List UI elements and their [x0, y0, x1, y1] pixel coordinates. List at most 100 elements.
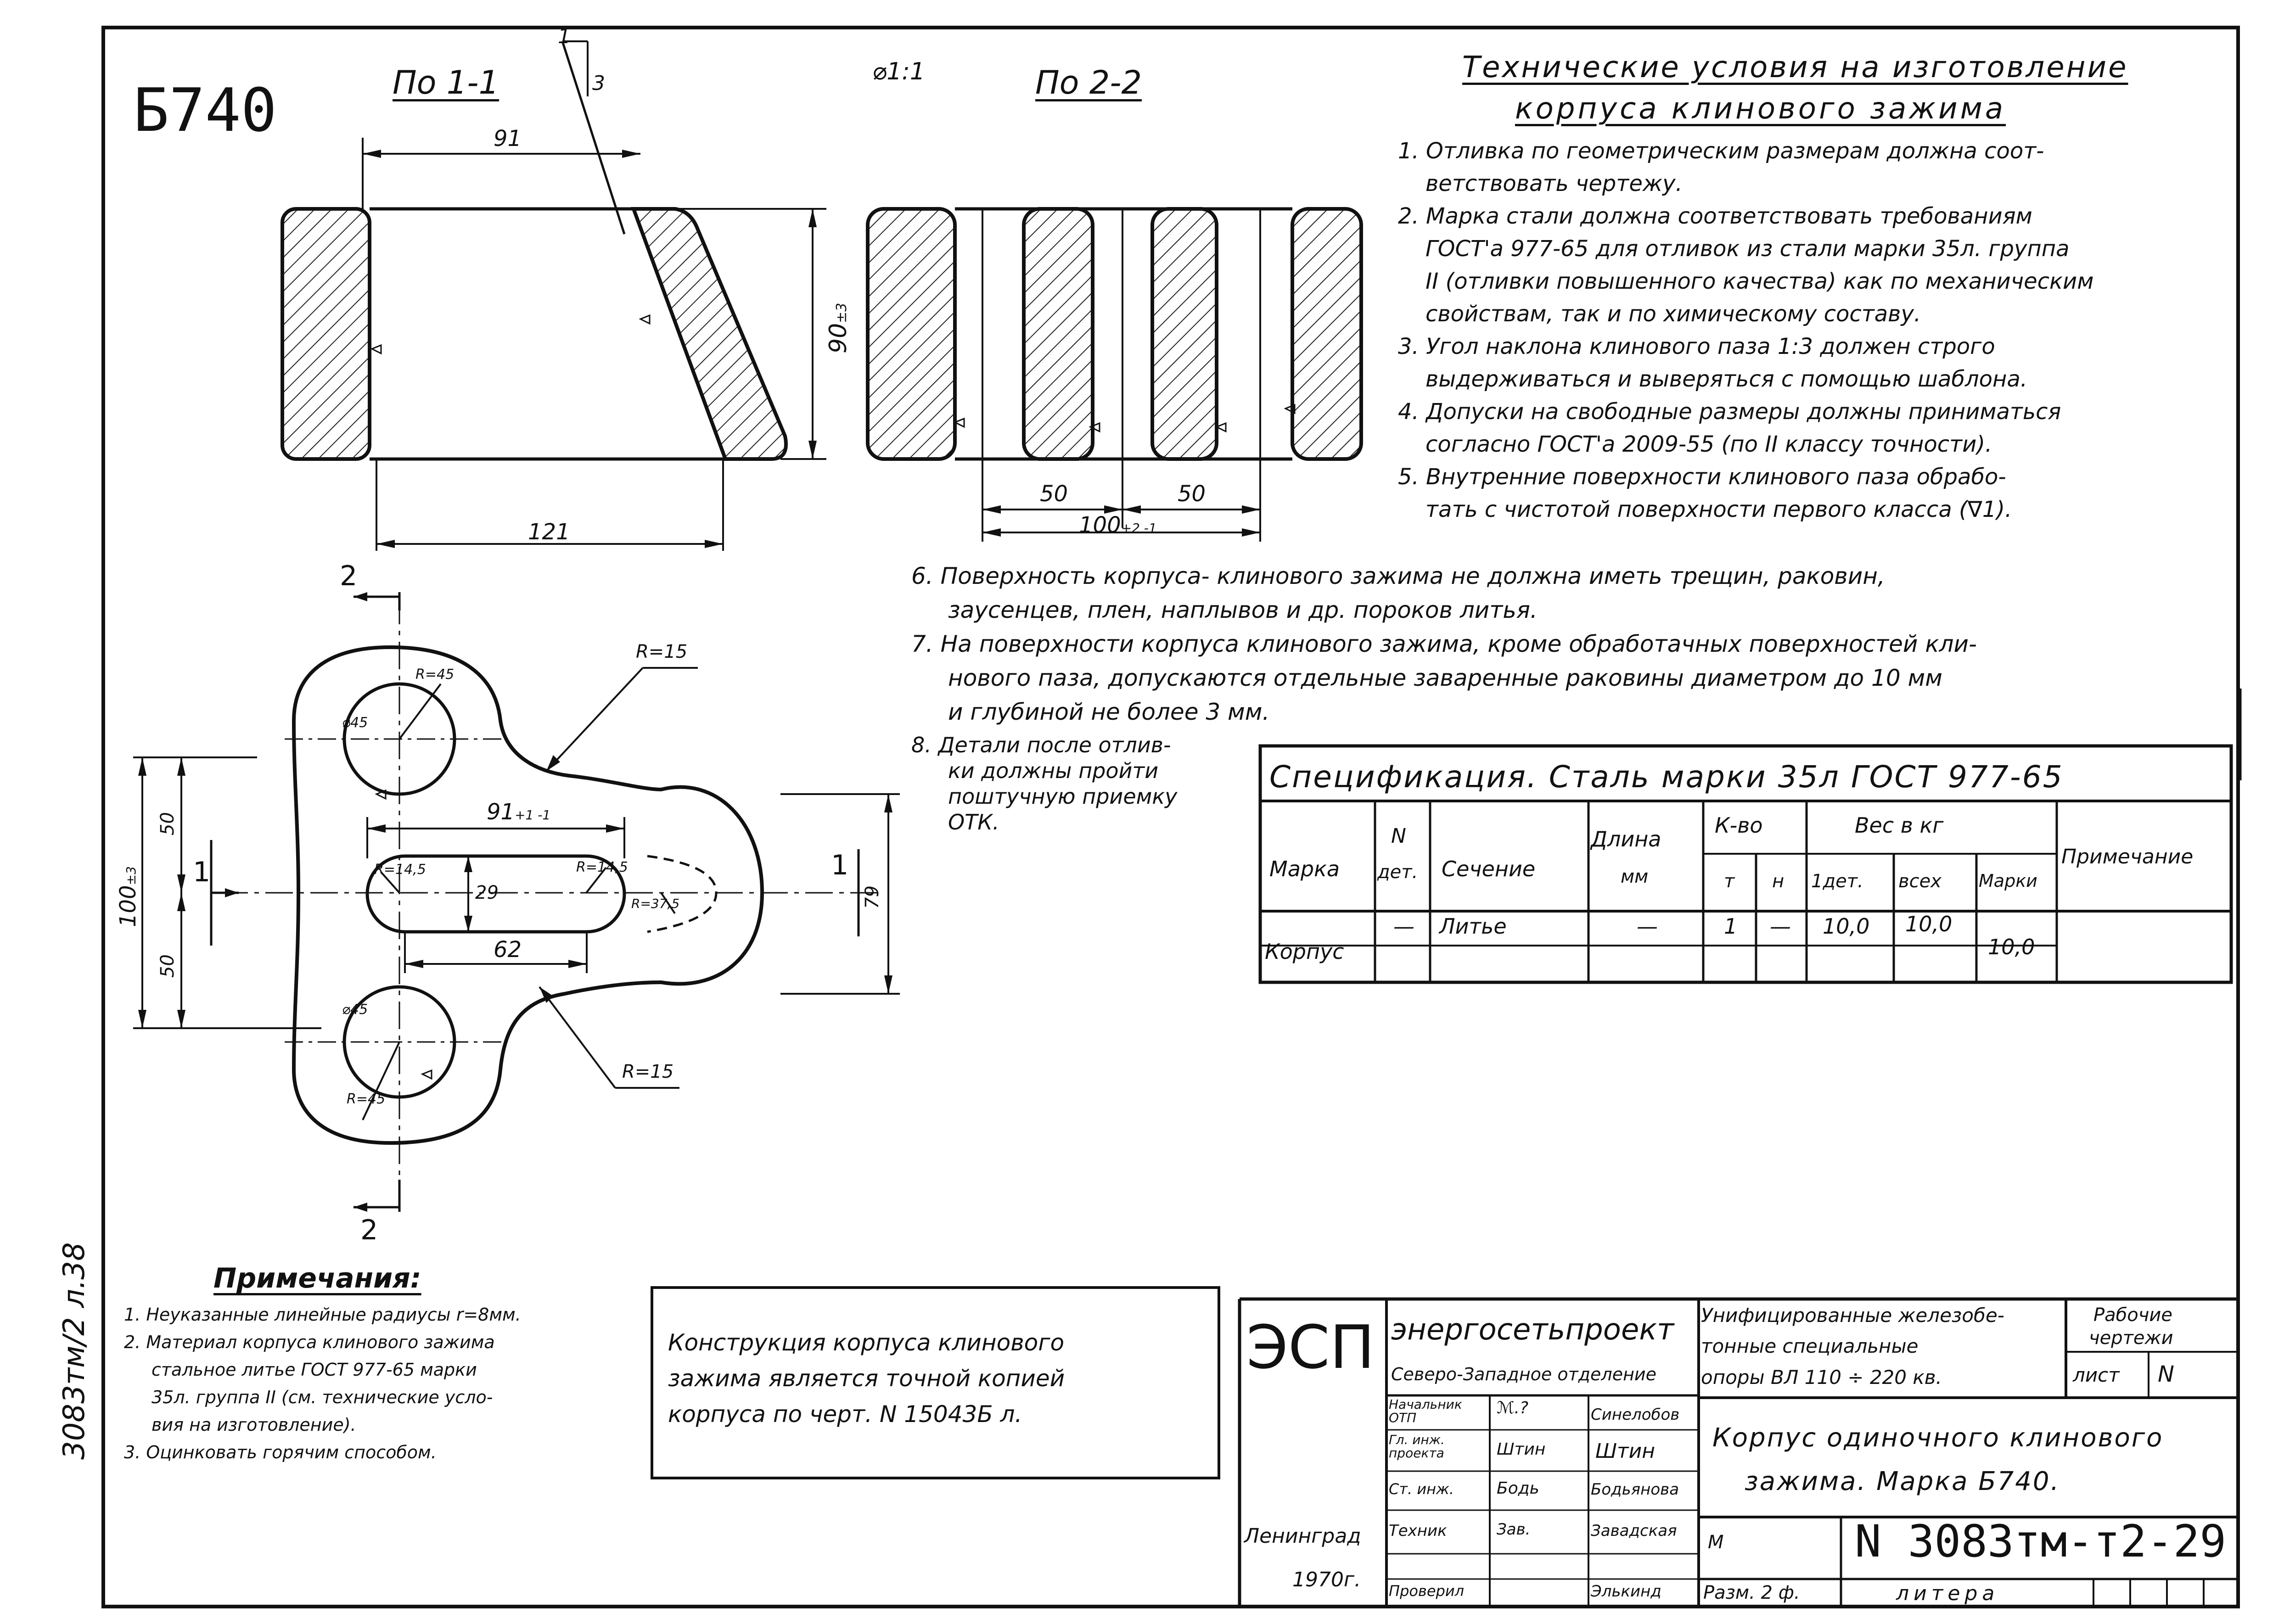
dim-section2-total: 100+2 -1 — [1079, 512, 1157, 538]
spec-title: Спецификация. Сталь марки 35л ГОСТ 977-6… — [1269, 759, 2064, 795]
spec-h-w-mark: Марки — [1979, 871, 2037, 891]
spec-row-section: Литье — [1439, 914, 1507, 939]
sign-2: Штин — [1497, 1440, 1546, 1459]
tech-item-8: 8. Детали после отлив- ки должны пройти … — [911, 733, 1178, 834]
spec-row-mark: Корпус — [1265, 939, 1344, 964]
cut-2-bottom: 2 — [360, 1214, 378, 1246]
sheet-label: лист — [2073, 1364, 2120, 1386]
slope-a: 1 — [558, 25, 571, 48]
year: 1970г. — [1292, 1568, 1361, 1591]
spec-h-qty-t: т — [1724, 871, 1735, 892]
org-division: Северо-Западное отделение — [1391, 1364, 1656, 1384]
side-reference: 3083тм/2 л.38 — [57, 1242, 91, 1460]
spec-row-w-mark: 10,0 — [1988, 935, 2035, 959]
spec-h-mark: Марка — [1269, 857, 1340, 881]
section-1-right-hatched — [631, 207, 788, 461]
dim-slot-width: 29 — [475, 882, 499, 903]
section-1-label: По 1-1 — [393, 64, 499, 101]
dim-slot-r-right: R=14,5 — [576, 859, 628, 875]
name-2: Штин — [1595, 1439, 1655, 1463]
section-2-2-view — [866, 207, 1363, 542]
tech-title-1: Технические условия на изготовление — [1462, 50, 2128, 84]
working-2: чертежи — [2089, 1327, 2173, 1349]
section-1-1-view — [281, 40, 826, 551]
sheet-frame — [101, 26, 2240, 1608]
spec-h-qty-n: н — [1772, 871, 1785, 892]
spec-h-weight: Вес в кг — [1855, 813, 1944, 838]
cut-1-right: 1 — [831, 849, 849, 881]
project-line-2: тонные специальные — [1701, 1335, 1919, 1357]
spec-table-lines — [1258, 744, 2233, 984]
section-2-bar-2 — [1022, 207, 1094, 461]
esp-logo: ЭСП — [1246, 1312, 1375, 1382]
dim-half-upper: 50 — [157, 812, 178, 835]
role-2: Гл. инж. проекта — [1389, 1432, 1445, 1461]
working-1: Рабочие — [2093, 1305, 2173, 1326]
section-1-left-hatched — [281, 207, 371, 461]
spec-h-n-a: N — [1391, 824, 1406, 848]
tech-title-2: корпуса клинового зажима — [1515, 92, 2006, 126]
spec-h-n-b: дет. — [1377, 862, 1418, 883]
section-2-bar-4 — [1291, 207, 1363, 461]
dim-r15-upper: R=15 — [636, 641, 688, 662]
dim-section2-right: 50 — [1178, 481, 1206, 507]
drawing-name-1: Корпус одиночного клинового — [1712, 1423, 2164, 1453]
dim-inner-len: 62 — [494, 937, 522, 963]
role-4: Техник — [1389, 1522, 1447, 1540]
litera-label: литера — [1896, 1582, 1999, 1605]
role-1: Начальник ОТП — [1389, 1397, 1462, 1426]
dim-bottom-width: 121 — [528, 519, 570, 545]
part-code: Б740 — [133, 75, 277, 145]
dim-hole-upper: ⌀45 — [342, 715, 368, 731]
project-line-1: Унифицированные железобе- — [1701, 1304, 2004, 1327]
title-block-lines — [1238, 1297, 2238, 1607]
sign-1: ℳ.? — [1497, 1399, 1529, 1417]
dim-slot-len: 91+1 -1 — [487, 799, 551, 825]
dim-r-right: R=37,5 — [631, 896, 680, 911]
sheet-size: Разм. 2 ф. — [1703, 1582, 1800, 1603]
spec-row-w1: 10,0 — [1823, 914, 1870, 939]
scale-label: ⌀1:1 — [872, 58, 925, 85]
spec-h-w-all: всех — [1898, 871, 1942, 892]
dim-section2-left: 50 — [1040, 481, 1068, 507]
clamp-plan-outline — [292, 645, 764, 1145]
name-1: Синелобов — [1591, 1406, 1680, 1424]
project-line-3: опоры ВЛ 110 ÷ 220 кв. — [1701, 1366, 1942, 1389]
tech-list-top: 1. Отливка по геометрическим размерам до… — [1398, 138, 2094, 522]
section-2-bar-3 — [1150, 207, 1218, 461]
slope-b: 3 — [592, 72, 605, 95]
spec-row-w-all: 10,0 — [1905, 912, 1953, 936]
dim-r-lower: R=45 — [347, 1091, 386, 1107]
role-5: Проверил — [1389, 1582, 1465, 1600]
section-2-label: По 2-2 — [1035, 64, 1142, 101]
spec-row-length: — — [1637, 914, 1658, 939]
section-2-bar-1 — [866, 207, 957, 461]
role-3: Ст. инж. — [1389, 1480, 1454, 1498]
spec-row-n: — — [1393, 914, 1414, 939]
dim-height-left: 100±3 — [115, 866, 141, 927]
doc-number: N 3083тм-т2-29 — [1855, 1516, 2227, 1567]
cut-2-top: 2 — [340, 560, 358, 592]
drawing-name-2: зажима. Марка Б740. — [1745, 1467, 2060, 1496]
name-5: Элькинд — [1591, 1582, 1661, 1601]
dim-top-width: 91 — [494, 126, 522, 151]
dim-slot-r-left: R=14,5 — [374, 862, 426, 878]
copy-note-box — [651, 1286, 1220, 1479]
spec-h-length-a: Длина — [1591, 827, 1661, 851]
clamp-body-outline — [459, 720, 912, 1111]
m-label: М — [1708, 1532, 1724, 1553]
dim-half-lower: 50 — [157, 954, 178, 978]
dim-right-h: 79 — [862, 885, 883, 909]
dim-r15-lower: R=15 — [622, 1061, 674, 1082]
spec-row-t: 1 — [1724, 914, 1738, 939]
spec-h-w1: 1дет. — [1811, 871, 1863, 892]
name-3: Бодьянова — [1591, 1480, 1679, 1499]
copy-note: Конструкция корпуса клинового зажима явл… — [668, 1329, 1065, 1428]
notes-list: 1. Неуказанные линейные радиусы r=8мм. 2… — [124, 1305, 521, 1462]
wedge-slot — [365, 854, 626, 934]
city: Ленинград — [1244, 1524, 1361, 1548]
cut-1-left: 1 — [193, 856, 211, 888]
sign-4: Зав. — [1497, 1520, 1531, 1539]
spec-h-note: Примечание — [2061, 845, 2194, 868]
